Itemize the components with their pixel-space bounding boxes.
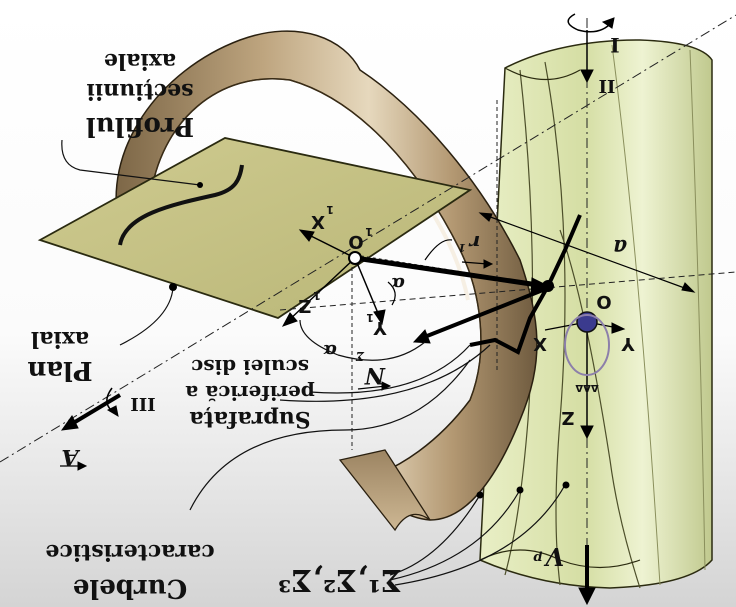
label-surface-line2: periferică a [185,381,314,405]
label-origin-O: O [596,291,611,312]
label-curves: Curbele caracteristice [45,539,214,603]
label-curves-line2: caracteristice [45,539,214,565]
label-normal-sub: Σ [355,349,365,363]
label-axis-X1: X [311,211,325,232]
label-plane-line1: Plan [27,355,92,385]
label-Vp-sub: p [533,550,542,565]
label-surface-line1: Suprafața [189,406,310,432]
label-axis-Z1-prime: 1 [313,289,321,302]
label-roman-II: II [599,75,616,96]
characteristic-curves [469,214,582,355]
label-distance-a: a [613,234,627,260]
label-roman-III: III [130,393,155,414]
axial-plane [37,137,473,319]
label-curves-line1: Curbele [73,573,187,603]
label-Vp: V [543,542,564,571]
label-r-vector: r [468,231,480,255]
helical-surface [479,39,713,589]
label-axis-Z1: Z [298,295,311,316]
label-sigma-set: Σ¹,Σ²,Σ³ [278,562,402,597]
label-normal: N Σ [355,349,386,388]
label-origin-O1: O [348,231,363,252]
label-axis-X1-prime: 1 [326,203,334,216]
label-profile-line3: axiale [104,48,176,74]
origin-O-marker [564,311,610,376]
label-roman-I: I [610,33,619,57]
label-plane-line2: axial [31,326,89,352]
label-pitch-small: ΔΔΔ [575,382,598,393]
label-profile-line1: Profilul [86,111,194,141]
label-r-sub: 1 [458,241,466,254]
label-normal-N: N [364,362,386,388]
label-axis-Z: Z [561,407,574,428]
leader-lines [61,139,566,586]
points [169,182,570,499]
label-surface-line3: sculei disc [191,355,309,379]
label-axis-X: X [533,333,547,354]
vectors [60,13,696,606]
label-origin-O1-prime: 1 [365,225,373,238]
label-axis-Y: Y [621,333,636,354]
label-alpha: α [391,273,405,294]
label-axis-Y1-prime: 1 [366,311,374,324]
label-profile-line2: secțiunii [86,78,193,104]
label-axis-Y1: Y [373,317,388,338]
label-plane: Plan axial [27,326,92,385]
origin-O1-marker [348,251,362,265]
label-profile: Profilul secțiunii axiale [86,48,194,141]
label-alpha-2: α [323,340,337,361]
label-A-vector: A [61,444,80,470]
label-surface: Suprafața periferică a sculei disc [185,355,314,432]
